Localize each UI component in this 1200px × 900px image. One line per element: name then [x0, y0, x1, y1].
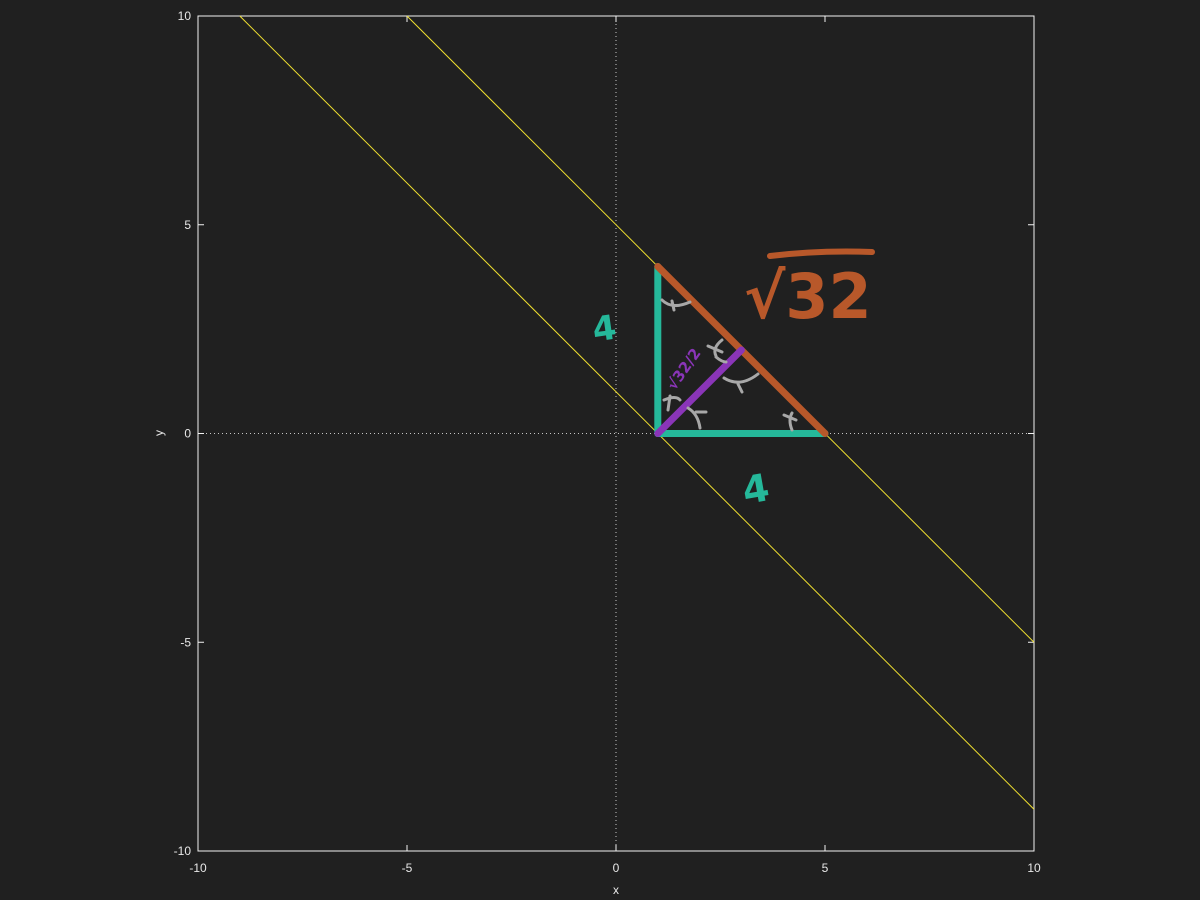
x-tick-label: 5	[822, 861, 829, 875]
radical-bar	[767, 248, 875, 259]
x-tick-label: -10	[189, 861, 207, 875]
horizontal-leg-label: 4	[739, 465, 773, 513]
angle-mark-5	[706, 338, 728, 364]
angle-mark-2	[782, 411, 798, 432]
y-tick-label: 5	[184, 218, 191, 232]
x-tick-label: -5	[402, 861, 413, 875]
vertical-leg-label: 4	[590, 308, 619, 351]
axis-ticks: -10 -5 0 5 10 10 5 0 -5 -10	[174, 9, 1041, 875]
axis-labels: x y	[152, 430, 619, 897]
plot-frame	[197, 15, 1035, 852]
zero-gridlines	[198, 16, 1034, 851]
series-line-1	[239, 15, 1035, 810]
y-tick-label: -10	[174, 844, 192, 858]
x-axis-label: x	[613, 883, 619, 897]
hypotenuse-label: √32	[744, 260, 872, 333]
angle-mark-3	[662, 394, 682, 412]
y-tick-label: 10	[178, 9, 192, 23]
angle-mark-1	[660, 298, 692, 312]
data-series	[239, 15, 1035, 810]
hand-annotations: 4 4 √32 √32/2	[590, 248, 875, 513]
y-tick-label: -5	[180, 635, 191, 649]
y-axis-label: y	[152, 430, 166, 436]
triangle-altitude	[654, 346, 745, 437]
y-tick-label: 0	[184, 427, 191, 441]
angle-mark-6	[722, 372, 760, 394]
x-tick-label: 0	[613, 861, 620, 875]
angle-mark-4	[686, 406, 708, 430]
x-tick-label: 10	[1027, 861, 1041, 875]
altitude-label: √32/2	[663, 345, 705, 394]
